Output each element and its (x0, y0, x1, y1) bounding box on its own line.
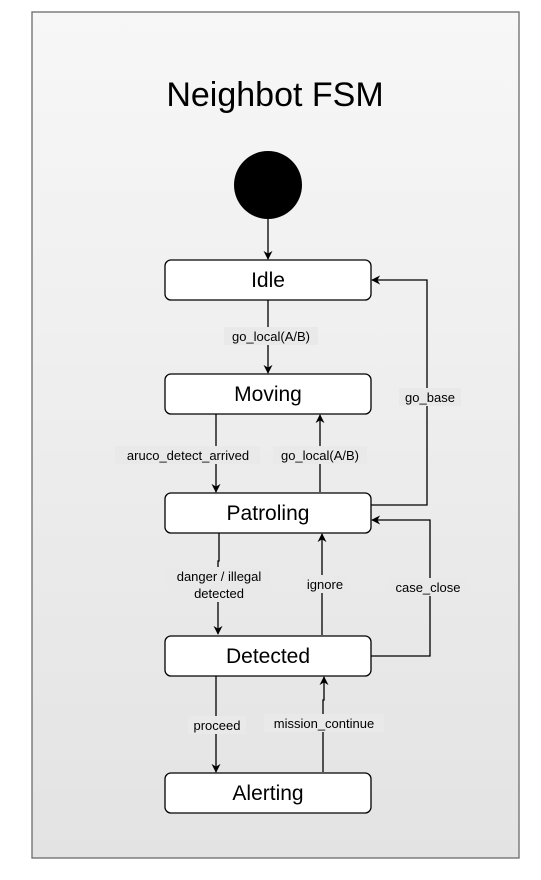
state-idle[interactable] (164, 259, 372, 301)
state-detected[interactable] (164, 635, 372, 677)
transition-label-aruco-detect-arrived: aruco_detect_arrived (127, 448, 249, 463)
initial-state (234, 151, 302, 219)
state-alerting[interactable] (164, 772, 372, 814)
label-bg-proceed (188, 716, 246, 734)
transition-label-danger-line2: detected (194, 586, 244, 601)
label-bg-ignore (302, 575, 348, 593)
label-bg-mission-continue (264, 714, 384, 732)
label-bg-aruco (115, 446, 260, 464)
transition-label-go-local-patroling-moving: go_local(A/B) (281, 448, 359, 463)
transition-label-ignore: ignore (307, 577, 343, 592)
state-label-alerting: Alerting (232, 782, 303, 805)
label-bg-go-base (399, 388, 461, 406)
transition-label-proceed: proceed (194, 718, 241, 733)
edge-alerting-to-detected (319, 676, 329, 772)
state-label-patroling: Patroling (227, 502, 310, 525)
state-label-idle: Idle (251, 269, 285, 292)
label-bg-go-local-2 (273, 446, 367, 464)
state-moving[interactable] (164, 373, 372, 415)
transition-label-case-close: case_close (395, 580, 460, 595)
state-label-detected: Detected (226, 645, 310, 668)
state-label-moving: Moving (234, 383, 302, 406)
transition-label-go-local-idle-moving: go_local(A/B) (232, 329, 310, 344)
transition-label-danger-line1: danger / illegal (177, 569, 262, 584)
label-bg-danger (167, 567, 270, 602)
transition-label-mission-continue: mission_continue (274, 716, 374, 731)
transition-label-go-base: go_base (405, 390, 455, 405)
diagram-title: Neighbot FSM (166, 76, 383, 114)
label-bg-case-close (388, 578, 468, 596)
label-bg-go-local-1 (224, 327, 318, 345)
state-patroling[interactable] (164, 492, 372, 534)
